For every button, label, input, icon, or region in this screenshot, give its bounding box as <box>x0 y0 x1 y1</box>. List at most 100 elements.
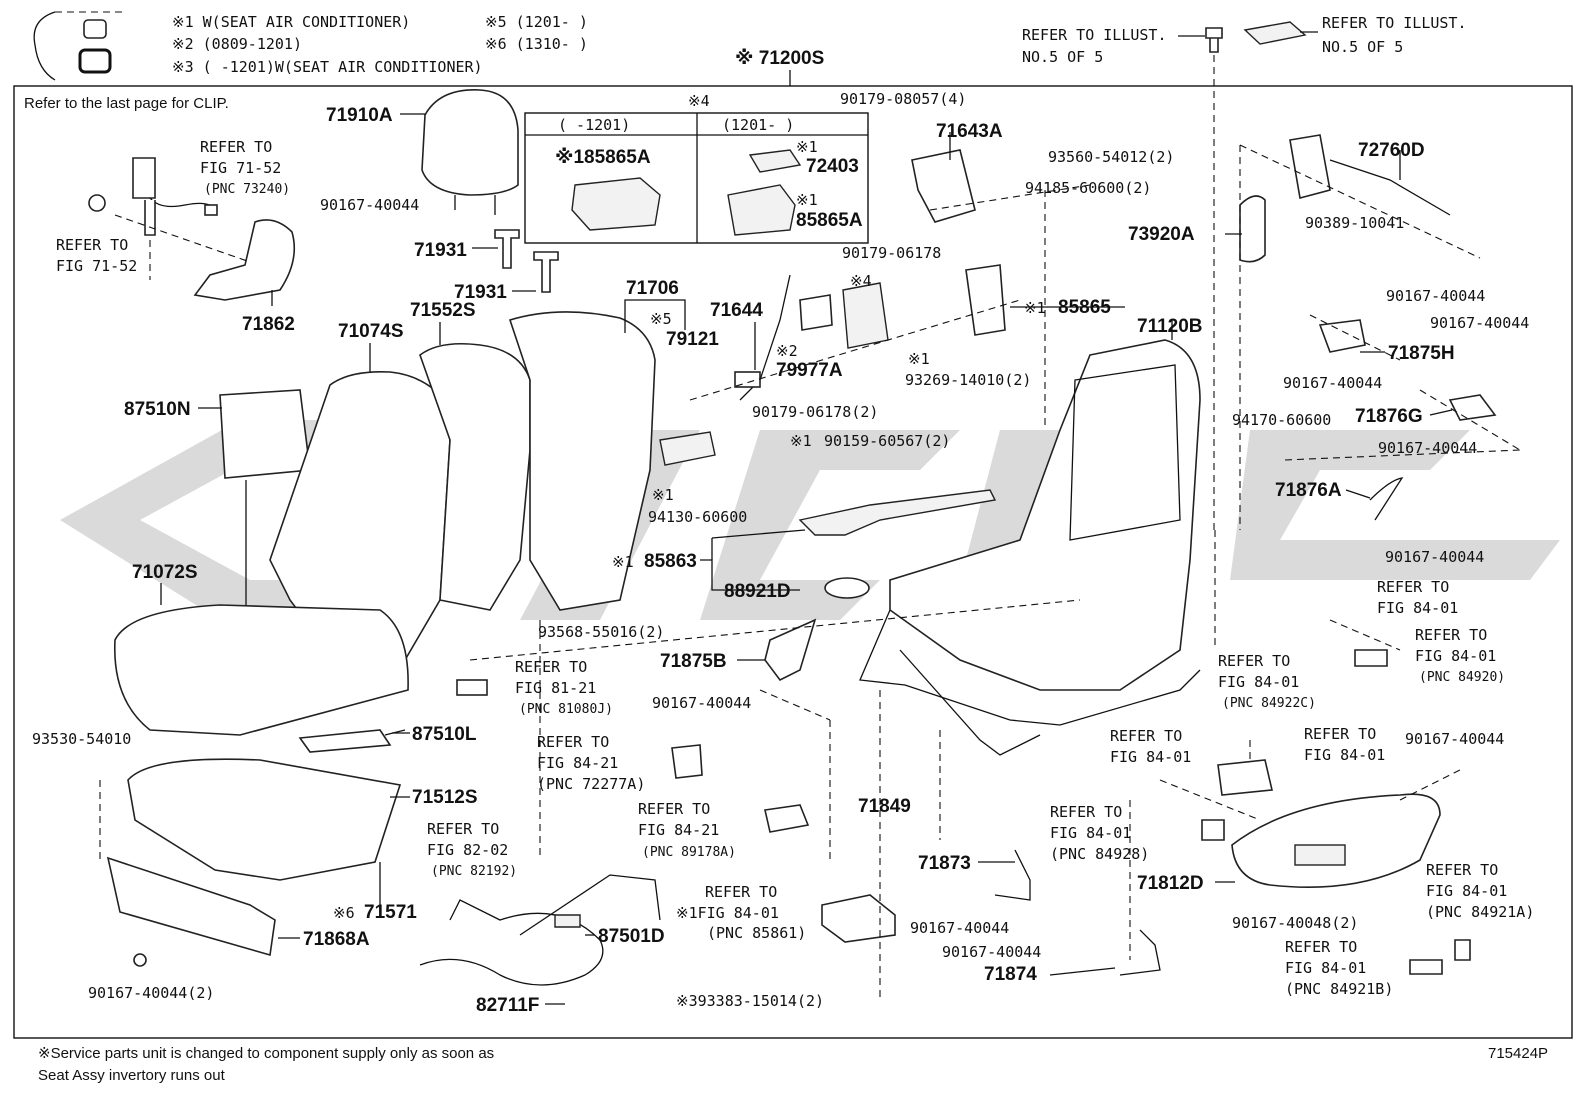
part-85863: 85863 <box>644 551 697 572</box>
svg-text:REFER TO: REFER TO <box>1415 626 1487 644</box>
svg-text:(PNC 73240): (PNC 73240) <box>204 182 290 197</box>
part-71072S: 71072S <box>132 562 198 583</box>
bolt-label: 94170-60600 <box>1232 411 1331 429</box>
svg-text:※1: ※1 <box>796 138 818 156</box>
legend: ※1 W(SEAT AIR CONDITIONER) ※2 (0809-1201… <box>33 11 588 81</box>
clip-note: Refer to the last page for CLIP. <box>24 95 229 112</box>
bolt-label: 90167-40044 <box>942 943 1041 961</box>
svg-text:FIG 81-21: FIG 81-21 <box>515 679 596 697</box>
legend-note-3: ※3 ( -1201)W(SEAT AIR CONDITIONER) <box>172 58 483 76</box>
part-71571: 71571 <box>364 902 417 923</box>
svg-text:FIG 71-52: FIG 71-52 <box>200 159 281 177</box>
bolt-label: 90167-40044 <box>1405 730 1504 748</box>
part-72760D: 72760D <box>1358 140 1425 161</box>
part-71120B: 71120B <box>1137 316 1203 337</box>
bolt-label: 93560-54012(2) <box>1048 148 1174 166</box>
svg-text:(PNC 84922C): (PNC 84922C) <box>1222 696 1316 711</box>
part-71910A: 71910A <box>326 105 393 126</box>
svg-text:(PNC 89178A): (PNC 89178A) <box>642 845 736 860</box>
bolt-label: 90167-40044(2) <box>88 984 214 1002</box>
part-71862: 71862 <box>242 314 295 335</box>
bolt-label: 90179-06178 <box>842 244 941 262</box>
top-ref-right-2: NO.5 OF 5 <box>1322 38 1403 56</box>
inset-col-left: ( -1201) <box>558 116 630 134</box>
inset-left-part: ※185865A <box>555 147 651 168</box>
legend-note-2: ※2 (0809-1201) <box>172 35 302 53</box>
bolt-label: 90179-06178(2) <box>752 403 878 421</box>
svg-text:REFER TO: REFER TO <box>1377 578 1449 596</box>
part-labels: 71910A 71931 71931 71862 71074S 71552S 7… <box>124 105 1455 1016</box>
dashed-guides <box>99 144 1521 1000</box>
bolt-label: 94130-60600 <box>648 508 747 526</box>
part-88921D: 88921D <box>724 581 791 602</box>
bolt-label: 90167-40044 <box>1430 314 1529 332</box>
svg-text:FIG 71-52: FIG 71-52 <box>56 257 137 275</box>
svg-text:(PNC 72277A): (PNC 72277A) <box>537 775 645 793</box>
bolt-label: ※393383-15014(2) <box>676 992 824 1010</box>
top-ref-left-1: REFER TO ILLUST. <box>1022 26 1167 44</box>
svg-text:(PNC 84921A): (PNC 84921A) <box>1426 903 1534 921</box>
svg-text:REFER TO: REFER TO <box>200 138 272 156</box>
svg-text:REFER TO: REFER TO <box>1304 725 1376 743</box>
bolt-label: 90167-40048(2) <box>1232 914 1358 932</box>
svg-text:FIG 84-21: FIG 84-21 <box>638 821 719 839</box>
svg-text:※1: ※1 <box>790 432 812 450</box>
svg-text:FIG 84-01: FIG 84-01 <box>1285 959 1366 977</box>
part-71873: 71873 <box>918 853 971 874</box>
bolt-label: 90167-40044 <box>652 694 751 712</box>
svg-text:REFER TO: REFER TO <box>427 820 499 838</box>
part-82711F: 82711F <box>476 995 539 1016</box>
legend-note-5: ※5 (1201- ) <box>485 13 588 31</box>
bolt-label: 93568-55016(2) <box>538 623 664 641</box>
inset-col-right: (1201- ) <box>722 116 794 134</box>
assembly-number: ※ 71200S <box>735 48 824 69</box>
part-79121: 79121 <box>666 329 719 350</box>
svg-text:FIG 84-01: FIG 84-01 <box>1377 599 1458 617</box>
svg-text:(PNC 84920): (PNC 84920) <box>1419 670 1505 685</box>
svg-text:※4: ※4 <box>850 272 872 290</box>
part-71876A: 71876A <box>1275 480 1342 501</box>
svg-text:(PNC 85861): (PNC 85861) <box>707 924 806 942</box>
svg-text:FIG 84-01: FIG 84-01 <box>1304 746 1385 764</box>
svg-text:REFER TO: REFER TO <box>638 800 710 818</box>
bolt-label: 90167-40044 <box>910 919 1009 937</box>
part-71074S: 71074S <box>338 321 404 342</box>
svg-text:REFER TO: REFER TO <box>1426 861 1498 879</box>
footer-note-1: ※Service parts unit is changed to compon… <box>38 1045 494 1062</box>
bolt-label: 90167-40044 <box>320 196 419 214</box>
svg-text:85865A: 85865A <box>796 210 863 231</box>
svg-text:※1: ※1 <box>796 191 818 209</box>
part-71931: 71931 <box>414 240 467 261</box>
part-71644: 71644 <box>710 300 763 321</box>
svg-text:※2: ※2 <box>776 342 798 360</box>
top-ref-left-2: NO.5 OF 5 <box>1022 48 1103 66</box>
svg-text:REFER TO: REFER TO <box>537 733 609 751</box>
seat-icon-bold <box>78 48 112 74</box>
part-71849: 71849 <box>858 796 911 817</box>
svg-text:※1: ※1 <box>652 486 674 504</box>
part-71643A: 71643A <box>936 121 1003 142</box>
svg-text:REFER TO: REFER TO <box>1110 727 1182 745</box>
svg-text:※1FIG 84-01: ※1FIG 84-01 <box>676 904 779 922</box>
part-71876G: 71876G <box>1355 406 1423 427</box>
part-71812D: 71812D <box>1137 873 1204 894</box>
refer-labels: REFER TO FIG 71-52 (PNC 73240) REFER TO … <box>56 138 1534 998</box>
svg-text:REFER TO: REFER TO <box>515 658 587 676</box>
part-71512S: 71512S <box>412 787 478 808</box>
leader-lines <box>160 113 1453 1005</box>
svg-text:REFER TO: REFER TO <box>1050 803 1122 821</box>
svg-text:FIG 84-01: FIG 84-01 <box>1050 824 1131 842</box>
part-79977A: 79977A <box>776 360 843 381</box>
legend-note-1: ※1 W(SEAT AIR CONDITIONER) <box>172 13 410 31</box>
bolt-label: 90167-40044 <box>1385 548 1484 566</box>
part-71874: 71874 <box>984 964 1037 985</box>
bolt-label: 94185-60600(2) <box>1025 179 1151 197</box>
clip-icon <box>1243 21 1307 45</box>
svg-text:(PNC 81080J): (PNC 81080J) <box>519 702 613 717</box>
part-71868A: 71868A <box>303 929 370 950</box>
svg-text:※5: ※5 <box>650 310 672 328</box>
svg-text:FIG 84-01: FIG 84-01 <box>1218 673 1299 691</box>
bolt-label: 90389-10041 <box>1305 214 1404 232</box>
bolt-label: 93530-54010 <box>32 730 131 748</box>
